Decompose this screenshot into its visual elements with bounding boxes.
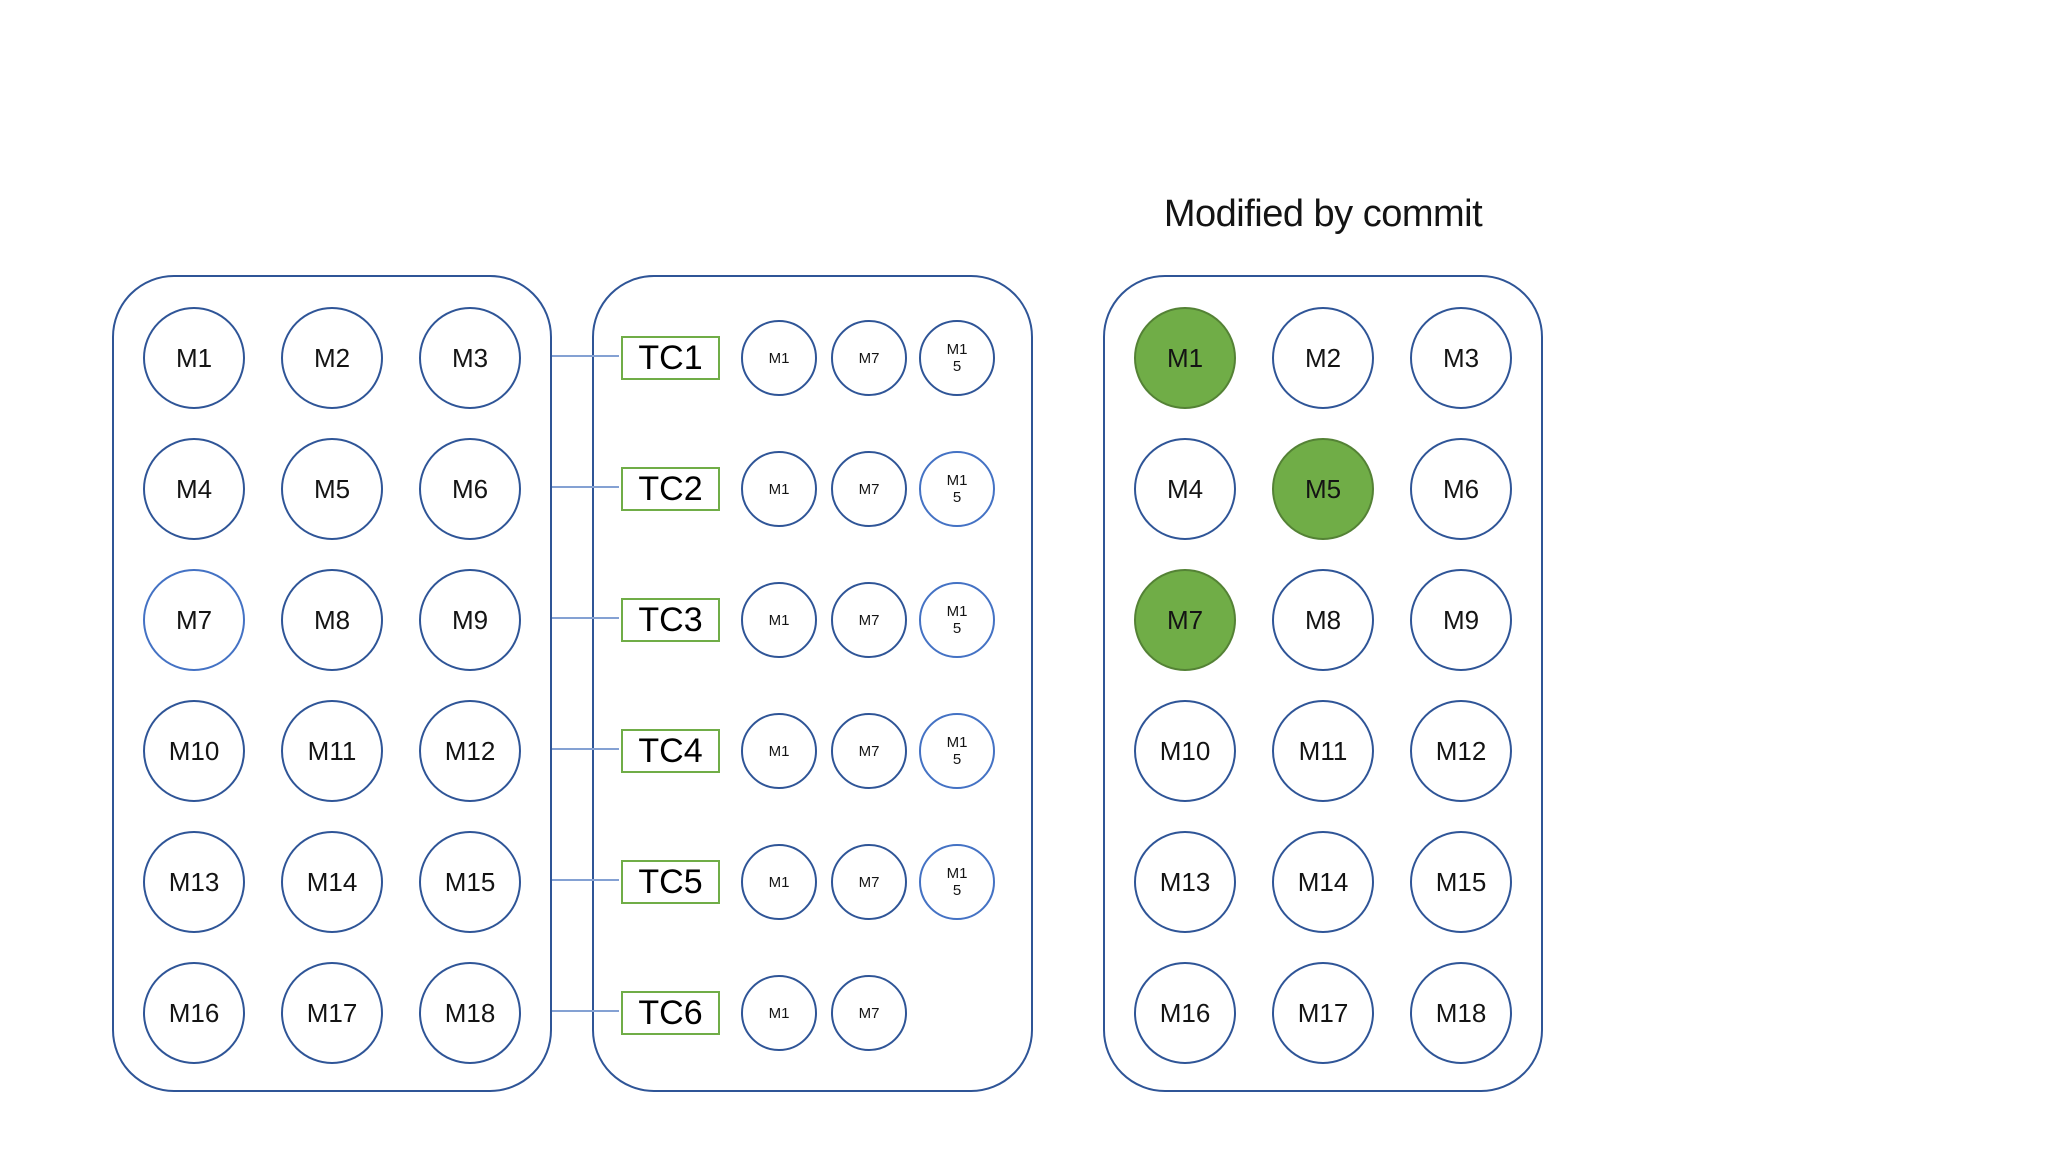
module-circle: M1 5 xyxy=(919,451,995,527)
module-circle: M7 xyxy=(831,451,907,527)
modified-modules-panel: M1 M2 M3 M4 M5 M6 M7 M8 M9 M10 M11 M12 M… xyxy=(1103,275,1543,1092)
tc-box: TC5 xyxy=(621,860,720,904)
module-circle: M6 xyxy=(1410,438,1512,540)
module-circle: M7 xyxy=(831,975,907,1051)
module-circle: M7 xyxy=(831,844,907,920)
module-circle: M3 xyxy=(419,307,521,409)
panel-title: Modified by commit xyxy=(1163,193,1483,235)
module-circle: M15 xyxy=(1410,831,1512,933)
module-circle: M10 xyxy=(143,700,245,802)
module-circle: M1 xyxy=(741,320,817,396)
module-circle: M13 xyxy=(1134,831,1236,933)
connector-line xyxy=(552,748,619,750)
module-circle: M1 xyxy=(741,451,817,527)
module-circle: M16 xyxy=(143,962,245,1064)
module-circle: M7 xyxy=(831,320,907,396)
module-circle: M1 xyxy=(741,582,817,658)
module-circle: M18 xyxy=(419,962,521,1064)
module-circle: M12 xyxy=(419,700,521,802)
connector-line xyxy=(552,617,619,619)
module-circle: M7 xyxy=(143,569,245,671)
module-circle: M1 5 xyxy=(919,844,995,920)
test-cases-panel: TC1 M1 M7 M1 5 TC2 M1 M7 M1 5 TC3 M1 M7 … xyxy=(592,275,1033,1092)
module-circle: M4 xyxy=(143,438,245,540)
module-circle: M16 xyxy=(1134,962,1236,1064)
connector-line xyxy=(552,1010,619,1012)
module-circle: M7 xyxy=(831,582,907,658)
module-circle: M1 5 xyxy=(919,713,995,789)
module-circle: M13 xyxy=(143,831,245,933)
module-circle: M11 xyxy=(281,700,383,802)
module-circle: M1 xyxy=(741,844,817,920)
module-circle: M6 xyxy=(419,438,521,540)
tc-box: TC3 xyxy=(621,598,720,642)
module-circle: M17 xyxy=(281,962,383,1064)
tc-box: TC4 xyxy=(621,729,720,773)
module-circle: M18 xyxy=(1410,962,1512,1064)
connector-line xyxy=(552,879,619,881)
module-circle: M8 xyxy=(1272,569,1374,671)
module-circle: M9 xyxy=(419,569,521,671)
module-circle: M1 5 xyxy=(919,320,995,396)
module-circle: M14 xyxy=(1272,831,1374,933)
module-circle: M5 xyxy=(1272,438,1374,540)
module-circle: M5 xyxy=(281,438,383,540)
module-circle: M7 xyxy=(831,713,907,789)
connector-line xyxy=(552,486,619,488)
module-circle: M12 xyxy=(1410,700,1512,802)
module-circle: M1 5 xyxy=(919,582,995,658)
tc-box: TC1 xyxy=(621,336,720,380)
module-circle: M7 xyxy=(1134,569,1236,671)
module-circle: M14 xyxy=(281,831,383,933)
module-circle: M2 xyxy=(1272,307,1374,409)
tc-box: TC6 xyxy=(621,991,720,1035)
module-circle: M1 xyxy=(741,975,817,1051)
module-circle: M3 xyxy=(1410,307,1512,409)
module-circle: M9 xyxy=(1410,569,1512,671)
module-circle: M4 xyxy=(1134,438,1236,540)
module-circle: M11 xyxy=(1272,700,1374,802)
module-circle: M2 xyxy=(281,307,383,409)
module-circle: M1 xyxy=(143,307,245,409)
tc-box: TC2 xyxy=(621,467,720,511)
source-modules-panel: M1 M2 M3 M4 M5 M6 M7 M8 M9 M10 M11 M12 M… xyxy=(112,275,552,1092)
module-circle: M10 xyxy=(1134,700,1236,802)
connector-line xyxy=(552,355,619,357)
module-circle: M8 xyxy=(281,569,383,671)
module-circle: M17 xyxy=(1272,962,1374,1064)
module-circle: M1 xyxy=(741,713,817,789)
module-circle: M15 xyxy=(419,831,521,933)
module-circle: M1 xyxy=(1134,307,1236,409)
